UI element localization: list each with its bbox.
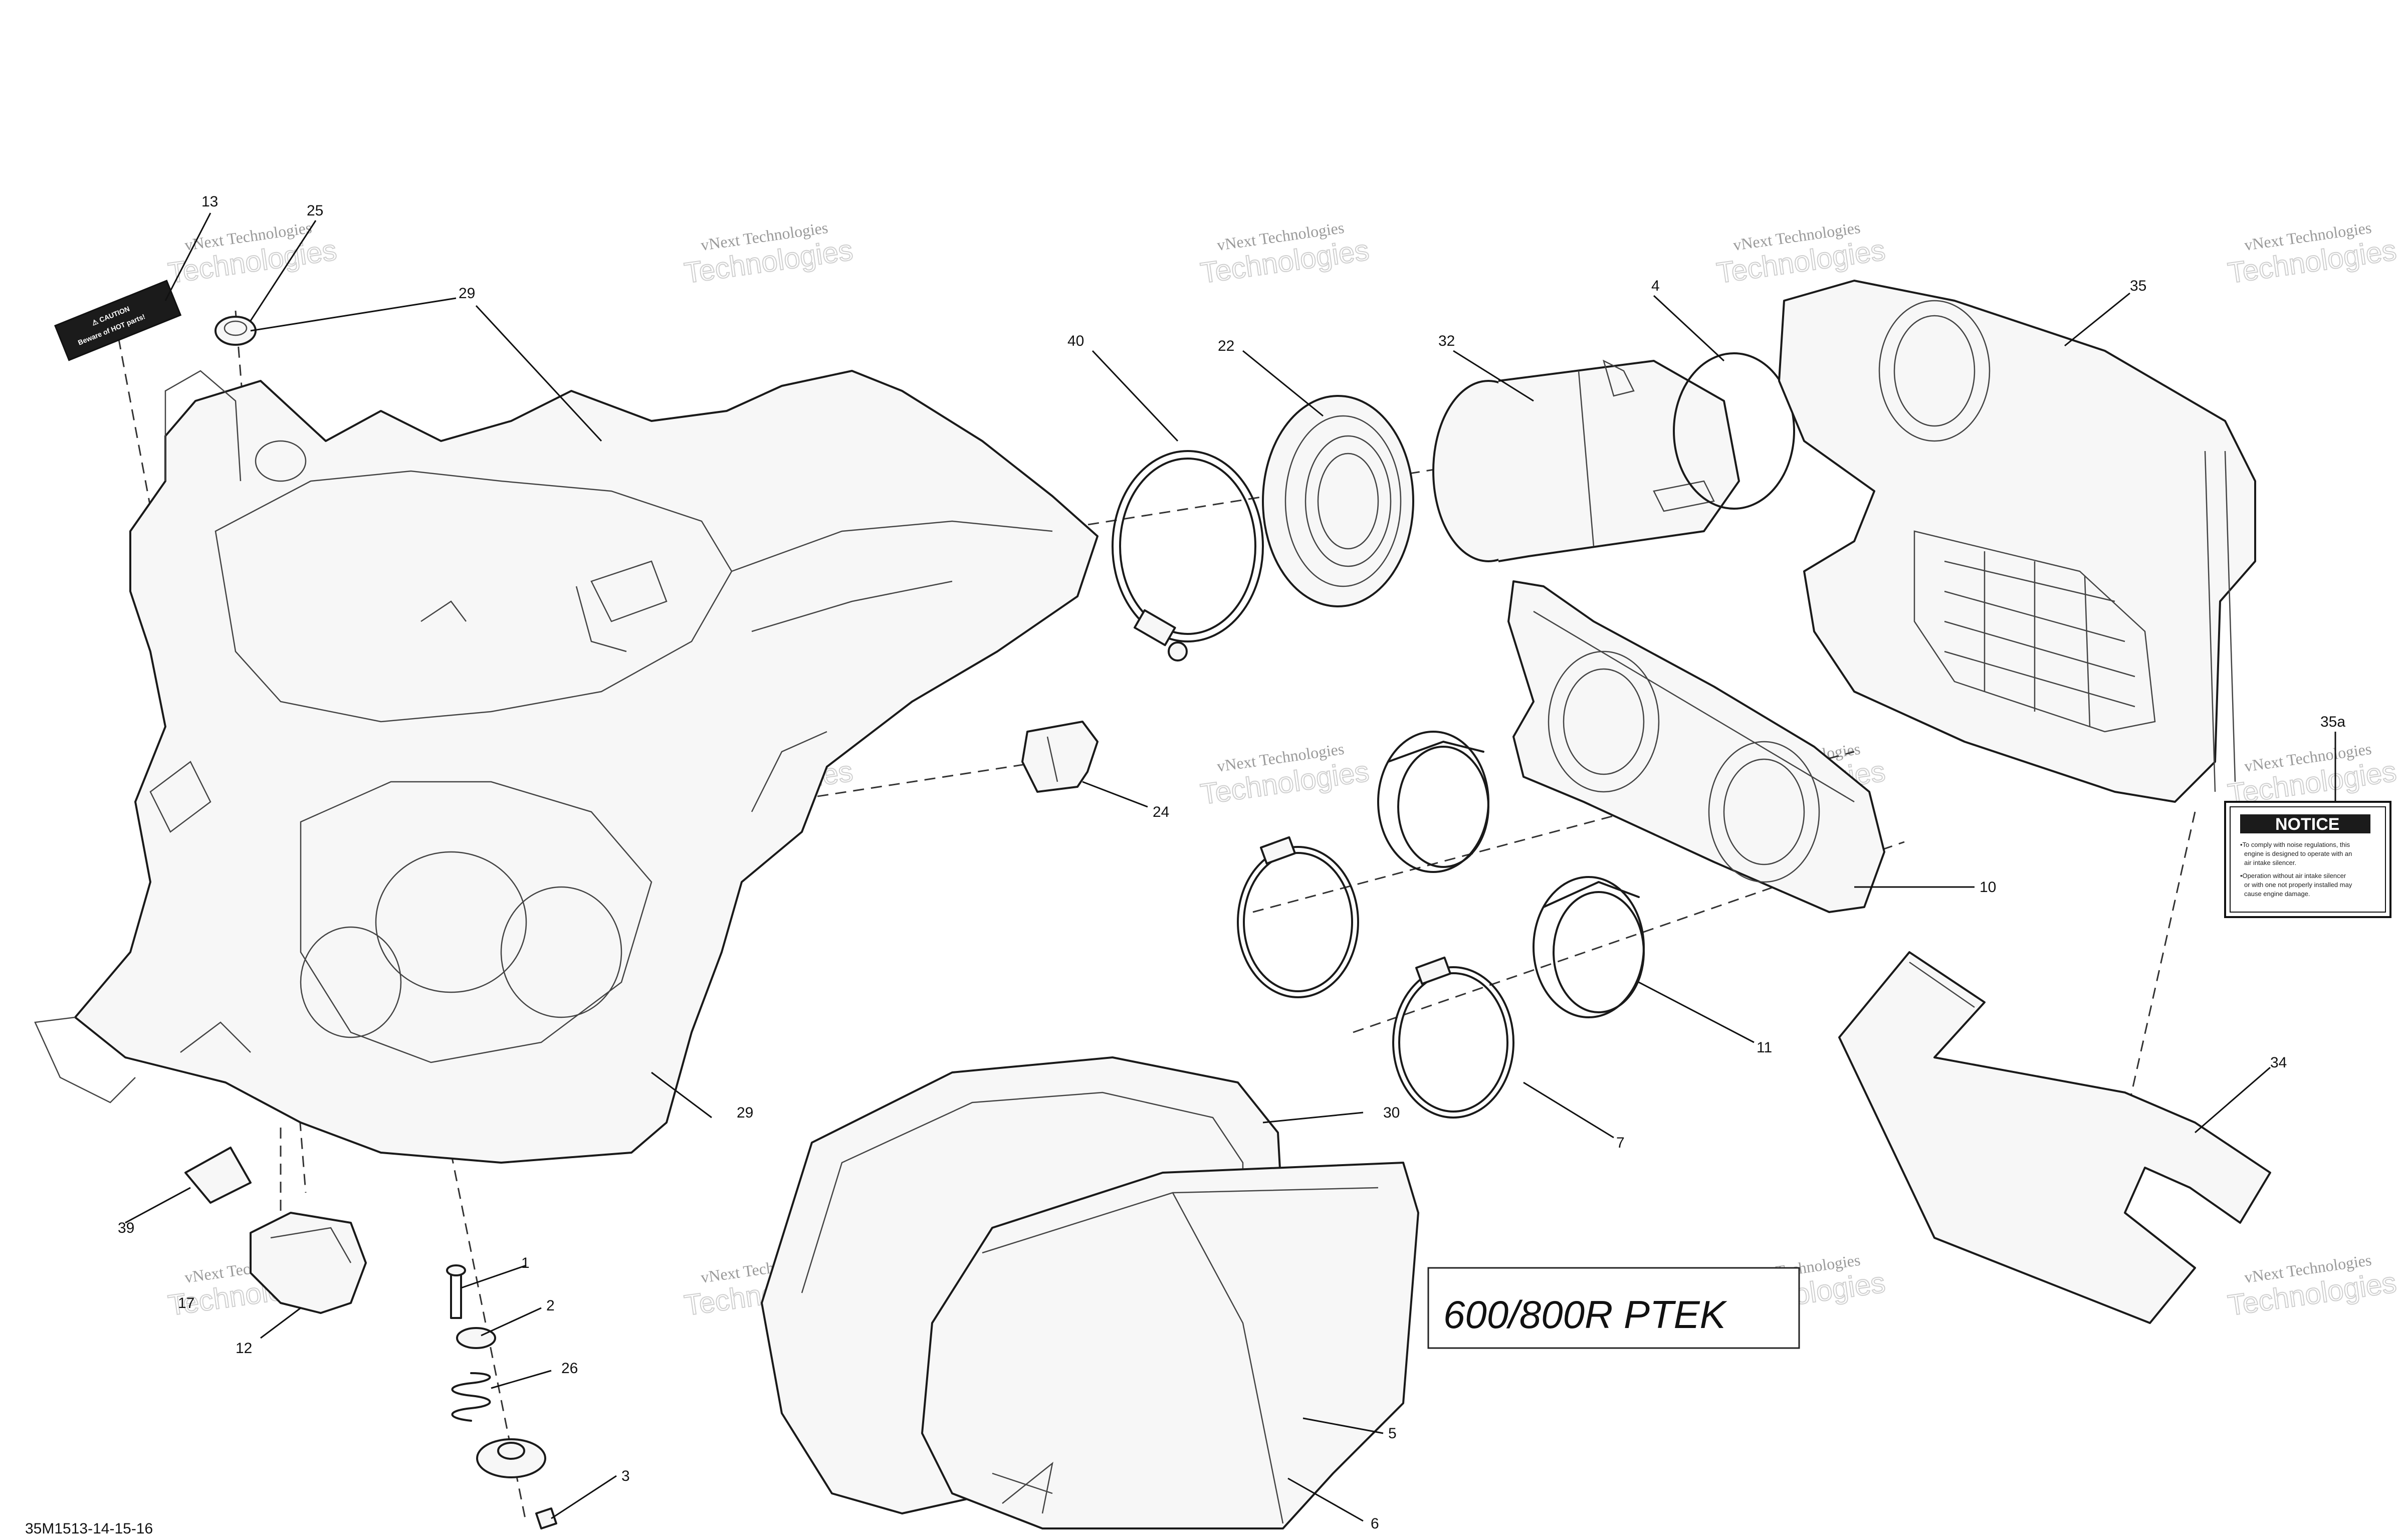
callout-1: 1 (521, 1255, 530, 1271)
callout-25: 25 (307, 202, 323, 219)
air-filter (921, 1162, 1419, 1529)
fastener-stack (446, 1264, 557, 1529)
svg-text:NOTICE: NOTICE (2275, 815, 2339, 834)
callout-26: 26 (561, 1360, 578, 1377)
pad (184, 1147, 252, 1204)
callout-12: 12 (236, 1340, 252, 1357)
callout-40: 40 (1067, 333, 1084, 349)
callout-24: 24 (1153, 804, 1169, 820)
intake-silencer-cover (1778, 280, 2256, 803)
clamp-large (1112, 450, 1264, 662)
o-ring (1673, 352, 1795, 510)
adaptor-ring (1262, 395, 1414, 607)
air-silencer-base (34, 370, 1099, 1164)
callout-34: 34 (2270, 1054, 2287, 1071)
grommet (214, 316, 257, 346)
watermark: Technologies vNext Technologies (2226, 740, 2399, 811)
callout-3: 3 (621, 1468, 630, 1484)
leader-lines (125, 212, 2336, 1522)
watermark: Technologies vNext Technologies (2226, 1251, 2399, 1323)
callout-13: 13 (201, 193, 218, 210)
callout-35: 35 (2130, 278, 2146, 294)
callout-32: 32 (1438, 333, 1455, 349)
watermark: Technologies vNext Technologies (1714, 218, 1888, 290)
callout-2: 2 (546, 1297, 555, 1314)
bracket (250, 1212, 367, 1314)
watermark: Technologies vNext Technologies (1198, 740, 1372, 811)
caution-label: ⚠ CAUTION Beware of HOT parts! (54, 280, 182, 361)
svg-text:engine is designed to operate: engine is designed to operate with an (2244, 850, 2352, 857)
model-label: 600/800R PTEK (1427, 1267, 1800, 1349)
intake-tube (1432, 359, 1740, 562)
callout-11: 11 (1757, 1039, 1772, 1056)
callout-22: 22 (1218, 338, 1234, 354)
svg-text:•To comply with noise regulati: •To comply with noise regulations, this (2240, 841, 2350, 848)
drawing-code: 35M1513-14-15-16 (25, 1520, 153, 1537)
callouts: 13 25 29 40 22 32 4 35 35a 24 10 11 7 34… (118, 193, 2345, 1532)
rubber-adaptor-upper (1377, 731, 1489, 873)
watermark: Technologies vNext Technologies (2226, 218, 2399, 290)
svg-text:cause engine damage.: cause engine damage. (2244, 890, 2310, 898)
callout-30: 30 (1383, 1105, 1400, 1121)
air-silencer-plate (1507, 580, 1885, 913)
hose-clamp-lower (1392, 956, 1514, 1119)
svg-text:•Operation without air intake: •Operation without air intake silencer (2240, 872, 2346, 879)
notice-label: NOTICE •To comply with noise regulations… (2224, 801, 2391, 918)
callout-7: 7 (1616, 1135, 1625, 1151)
callout-4: 4 (1651, 278, 1660, 294)
svg-text:600/800R PTEK: 600/800R PTEK (1443, 1292, 1727, 1337)
callout-35a: 35a (2320, 714, 2345, 730)
rubber-adaptor-lower (1533, 876, 1645, 1018)
callout-6: 6 (1371, 1515, 1379, 1532)
callout-5: 5 (1388, 1425, 1397, 1442)
callout-39: 39 (118, 1220, 134, 1236)
watermark: Technologies vNext Technologies (682, 218, 855, 290)
callout-17: 17 (178, 1295, 194, 1311)
svg-text:or with one not properly insta: or with one not properly installed may (2244, 881, 2352, 889)
callout-29-bottom: 29 (737, 1105, 753, 1121)
callout-10: 10 (1980, 879, 1996, 896)
clip (1021, 721, 1099, 793)
watermark: Technologies vNext Technologies (1198, 218, 1372, 290)
hose-clamp-upper (1237, 836, 1359, 998)
foam-pad (1838, 951, 2271, 1324)
svg-text:air intake silencer.: air intake silencer. (2244, 859, 2296, 866)
callout-29-top: 29 (459, 285, 475, 302)
